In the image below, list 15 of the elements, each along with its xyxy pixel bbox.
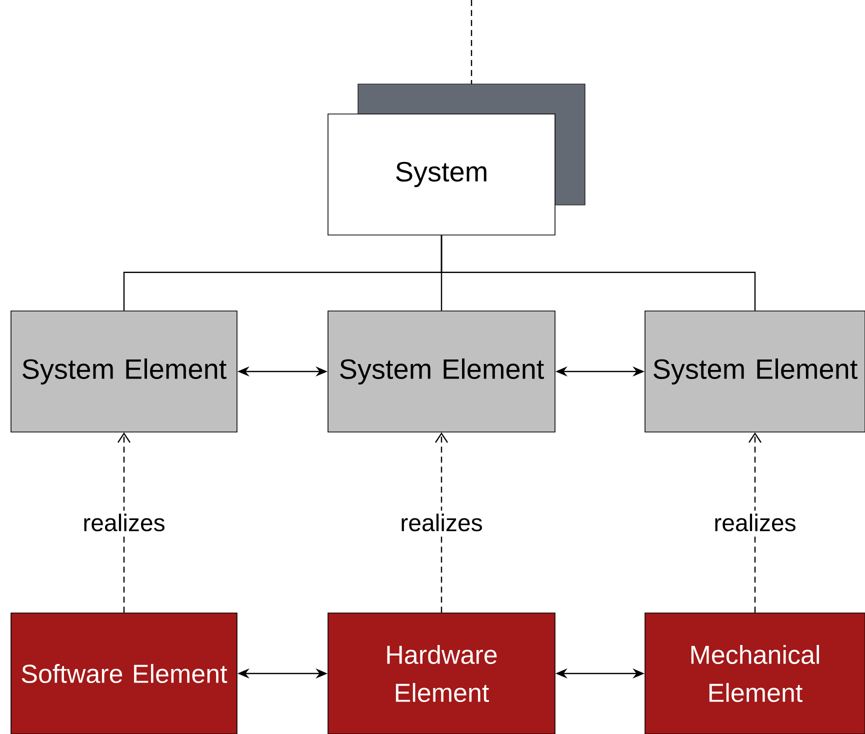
element-box: Hardware Element [328,612,556,734]
edge-label: realizes [80,510,168,534]
edge-label: realizes [710,510,800,534]
dashed-arrow [748,432,762,613]
tree-connector [440,235,756,311]
dashed-arrow [435,432,448,613]
dashed-arrow [118,432,130,613]
dashed-line [470,0,472,84]
system-element-box: System Element [10,310,238,432]
element-box: Software Element [10,612,238,734]
system-element-box: System Element [328,310,556,432]
element-box: Mechanical Element [644,612,865,734]
edge-label: realizes [397,510,486,534]
system-element-box: System Element [644,310,865,432]
system-box: System [328,84,586,236]
